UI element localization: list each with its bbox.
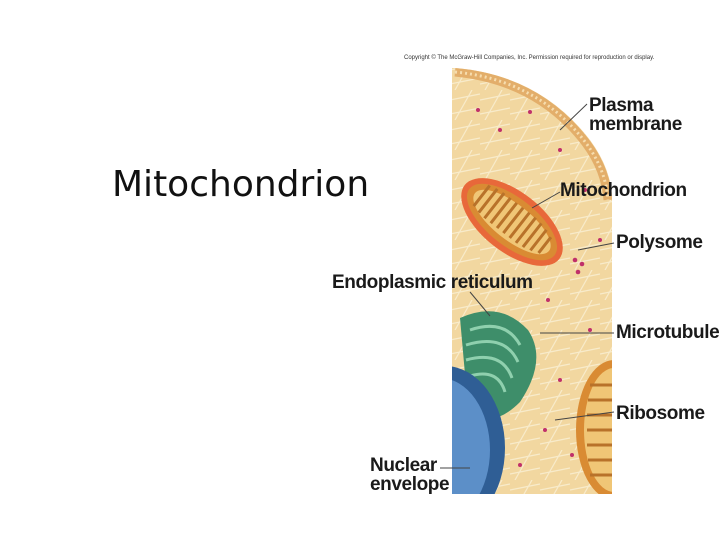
label-polysome: Polysome	[616, 232, 703, 253]
label-ribosome: Ribosome	[616, 403, 705, 424]
leader-plasma-membrane	[559, 103, 588, 131]
leader-endoplasmic-reticulum	[469, 291, 491, 317]
leader-lines	[440, 103, 615, 469]
label-mitochondrion: Mitochondrion	[560, 180, 687, 201]
leader-polysome	[577, 242, 615, 251]
leader-ribosome	[554, 411, 615, 421]
label-nuclear-envelope: Nuclear envelope	[370, 455, 450, 495]
nucleus	[452, 366, 505, 494]
leader-mitochondrion	[531, 191, 561, 209]
mitochondrion-2	[576, 360, 612, 494]
mitochondrion	[461, 178, 563, 266]
label-microtubule: Microtubule	[616, 322, 720, 343]
label-plasma-membrane: Plasma membrane	[589, 95, 682, 135]
copyright-notice: Copyright © The McGraw-Hill Companies, I…	[404, 55, 655, 61]
label-endoplasmic-reticulum: Endoplasmic reticulum	[332, 272, 533, 293]
slide-title: Mitochondrion	[112, 164, 370, 205]
ribosomes	[476, 108, 602, 467]
